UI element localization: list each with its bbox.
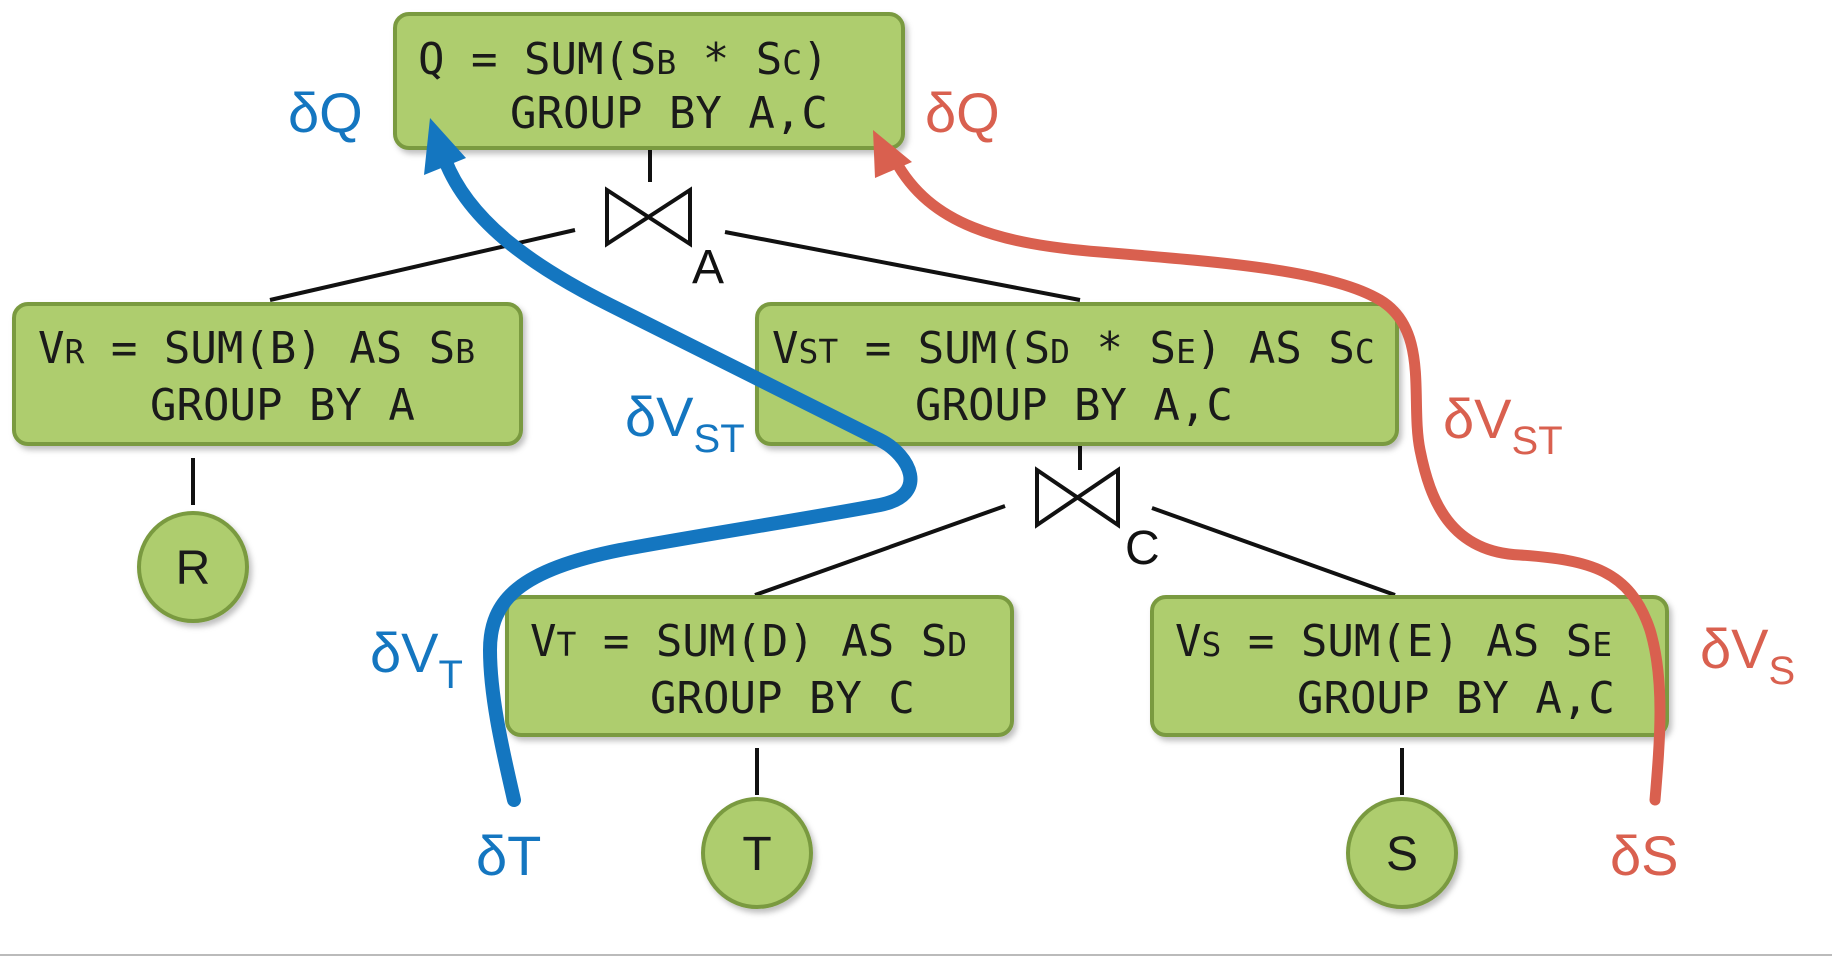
node-vst-line1-part2: = SUM(S [838, 323, 1050, 374]
join-symbols [605, 186, 1120, 529]
node-q-line1-part3: C [782, 43, 802, 82]
node-vr-box [12, 302, 523, 446]
red-delta-vst-label: δVST [1443, 387, 1563, 463]
red-delta-vs-main: δV [1700, 617, 1769, 680]
node-vs-line1-part2: = SUM(E) AS S [1221, 616, 1592, 667]
blue-delta-vst-label: δVST [625, 385, 745, 461]
node-vs-line1-part0: V [1175, 616, 1202, 667]
red-path-line [889, 154, 1666, 806]
edge-join-c-vs [1151, 506, 1396, 597]
leaf-s-label: S [1386, 828, 1418, 881]
node-vr-line1-part2: = SUM(B) AS S [84, 323, 455, 374]
red-delta-vst-main: δV [1443, 387, 1512, 450]
leaf-t-label: T [742, 828, 771, 881]
node-q-line1-part0: Q = SUM(S [418, 34, 656, 85]
blue-delta-vt-label: δVT [370, 621, 463, 697]
join-c-icon [1035, 466, 1120, 529]
aggregate-boxes [12, 12, 1669, 737]
node-vs-box [1150, 595, 1669, 737]
node-texts: Q = SUM(SB * SC) GROUP BY A,C VR = SUM(B… [38, 34, 1615, 724]
node-vs-line1-part1: S [1202, 625, 1222, 664]
join-a-icon [605, 186, 692, 248]
red-delta-q-label: δQ [925, 81, 1000, 144]
blue-delta-q-label: δQ [288, 81, 363, 144]
node-q-line1-part1: B [656, 43, 676, 82]
blue-delta-t-label: δT [476, 824, 541, 887]
node-vt-line1: VT = SUM(D) AS SD [530, 616, 967, 667]
node-vst-line1-part7: C [1355, 332, 1375, 371]
node-vs-line1: VS = SUM(E) AS SE [1175, 616, 1612, 667]
red-arrowhead-icon [873, 130, 912, 178]
blue-delta-vt-sub: T [439, 653, 463, 697]
blue-path-line [438, 153, 918, 807]
node-vst-line1-part1: ST [799, 332, 839, 371]
node-vt-line2: GROUP BY C [650, 673, 915, 724]
join-c-label: C [1125, 522, 1160, 575]
node-vst-line1-part3: D [1050, 332, 1070, 371]
tree-edges [191, 150, 1404, 795]
edge-join-a-vst [724, 230, 1081, 302]
node-vst-line1-part0: V [772, 323, 799, 374]
leaf-r-label: R [176, 542, 211, 595]
red-delta-vs-label: δVS [1700, 617, 1795, 693]
delta-labels: δQ δQ δVST δVST δVT δVS δT δS [288, 81, 1795, 887]
node-vst-line1-part6: ) AS S [1196, 323, 1355, 374]
blue-delta-path [424, 118, 918, 807]
red-delta-vs-sub: S [1769, 649, 1796, 693]
blue-delta-vst-main: δV [625, 385, 694, 448]
node-vr-line1: VR = SUM(B) AS SB [38, 323, 475, 374]
node-vr-line1-part0: V [38, 323, 65, 374]
node-vt-line1-part1: T [557, 625, 577, 664]
blue-arrowhead-icon [424, 118, 466, 175]
leaf-t-circle [701, 797, 813, 909]
node-vr-line2: GROUP BY A [150, 380, 415, 431]
join-a-label: A [692, 241, 724, 294]
leaf-s-circle [1346, 797, 1458, 909]
node-vst-line1: VST = SUM(SD * SE) AS SC [772, 323, 1375, 374]
node-vr-line1-part3: B [455, 332, 475, 371]
leaf-r-circle [137, 511, 249, 623]
blue-delta-vst-sub: ST [694, 417, 745, 461]
blue-delta-vt-main: δV [370, 621, 439, 684]
node-vs-line2: GROUP BY A,C [1297, 673, 1615, 724]
node-vst-line2: GROUP BY A,C [915, 380, 1233, 431]
leaf-nodes: R T S [137, 511, 1458, 909]
node-vst-line1-part4: * S [1070, 323, 1176, 374]
node-q-line1-part2: * S [676, 34, 782, 85]
node-vt-line1-part2: = SUM(D) AS S [576, 616, 947, 667]
red-delta-s-label: δS [1610, 824, 1679, 887]
edge-join-c-vt [754, 504, 1006, 597]
node-vt-box [505, 595, 1014, 737]
node-vr-line1-part1: R [65, 332, 85, 371]
edge-join-a-vr [269, 228, 576, 302]
node-vt-line1-part0: V [530, 616, 557, 667]
node-vt-line1-part3: D [947, 625, 967, 664]
node-q-line1: Q = SUM(SB * SC) [418, 34, 829, 85]
red-delta-vst-sub: ST [1512, 419, 1563, 463]
node-q-box [393, 12, 905, 150]
node-vst-line1-part5: E [1176, 332, 1196, 371]
red-delta-path [873, 130, 1666, 806]
node-vs-line1-part3: E [1592, 625, 1612, 664]
node-q-line1-part4: ) [802, 34, 829, 85]
node-q-line2: GROUP BY A,C [510, 88, 828, 139]
